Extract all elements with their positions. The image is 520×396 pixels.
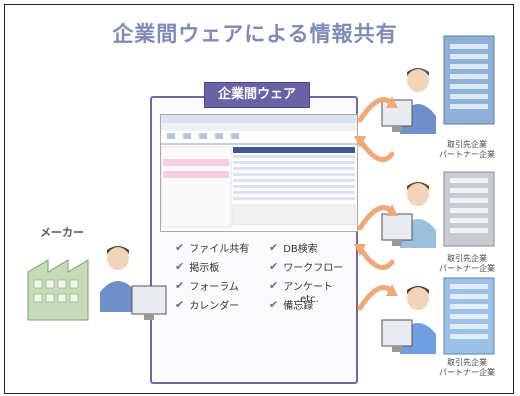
feature-item: ✔ アンケート	[269, 278, 365, 293]
feature-item: ✔ ファイル共有	[175, 240, 269, 255]
diagram-frame	[4, 4, 514, 394]
feature-item: ✔ ワークフロー	[269, 259, 365, 274]
check-icon: ✔	[269, 260, 279, 273]
check-icon: ✔	[269, 298, 279, 311]
partner-illustration-3	[381, 277, 495, 355]
feature-item: ✔ DB検索	[269, 240, 365, 255]
monitor-icon	[131, 285, 167, 320]
groupware-label: 企業間ウェア	[204, 82, 310, 108]
feature-label: 備忘録	[283, 301, 314, 312]
curved-double-arrow-icon	[357, 97, 395, 123]
person-icon	[100, 246, 136, 312]
partner-illustration-1	[381, 35, 495, 134]
monitor-icon	[381, 213, 413, 246]
feature-item: ✔ フォーラム	[175, 278, 269, 293]
app-screenshot-thumbnail	[160, 114, 358, 232]
feature-label: ワークフロー	[283, 263, 344, 274]
building-icon	[443, 277, 495, 355]
feature-list: ✔ ファイル共有 ✔ DB検索 ✔ 掲示板 ✔ ワークフロー ✔ フォーラム ✔ アンケート…	[175, 240, 365, 312]
exchange-arrows	[354, 96, 398, 311]
check-icon: ✔	[269, 241, 279, 254]
factory-building-icon	[27, 259, 89, 321]
partner-illustration-2	[381, 171, 495, 248]
check-icon: ✔	[175, 260, 185, 273]
etc-label: etc.	[300, 294, 319, 305]
partner-line1: 取引先企業	[447, 358, 487, 367]
screenshot-drawing	[161, 115, 357, 228]
diagram-title: 企業間ウェアによる情報共有	[112, 22, 398, 46]
monitor-icon	[381, 319, 413, 352]
building-icon	[443, 171, 495, 247]
feature-label: ファイル共有	[189, 244, 250, 255]
partner-label-1: 取引先企業 パートナー企業	[432, 140, 502, 160]
partner-line1: 取引先企業	[447, 254, 487, 263]
partner-label-3: 取引先企業 パートナー企業	[432, 358, 502, 378]
check-icon: ✔	[175, 279, 185, 292]
feature-label: フォーラム	[189, 282, 239, 293]
feature-label: 掲示板	[189, 263, 220, 274]
partner-line2: パートナー企業	[439, 264, 495, 273]
feature-item: ✔ 備忘録	[269, 297, 365, 312]
partner-line1: 取引先企業	[447, 140, 487, 149]
feature-label: DB検索	[283, 244, 318, 255]
partner-label-2: 取引先企業 パートナー企業	[432, 254, 502, 274]
feature-item: ✔ 掲示板	[175, 259, 269, 274]
curved-double-arrow-icon	[357, 245, 395, 271]
feature-label: アンケート	[283, 282, 333, 293]
feature-label: カレンダー	[189, 301, 240, 312]
feature-item: ✔ カレンダー	[175, 297, 269, 312]
check-icon: ✔	[175, 298, 185, 311]
check-icon: ✔	[269, 279, 279, 292]
partner-line2: パートナー企業	[439, 150, 495, 159]
curved-double-arrow-icon	[357, 137, 395, 163]
curved-double-arrow-icon	[357, 285, 395, 311]
maker-label: メーカー	[40, 226, 84, 239]
building-icon	[443, 35, 495, 125]
maker-illustration	[27, 246, 167, 321]
curved-double-arrow-icon	[357, 205, 395, 231]
monitor-icon	[381, 99, 413, 132]
check-icon: ✔	[175, 241, 185, 254]
partner-line2: パートナー企業	[439, 368, 495, 377]
